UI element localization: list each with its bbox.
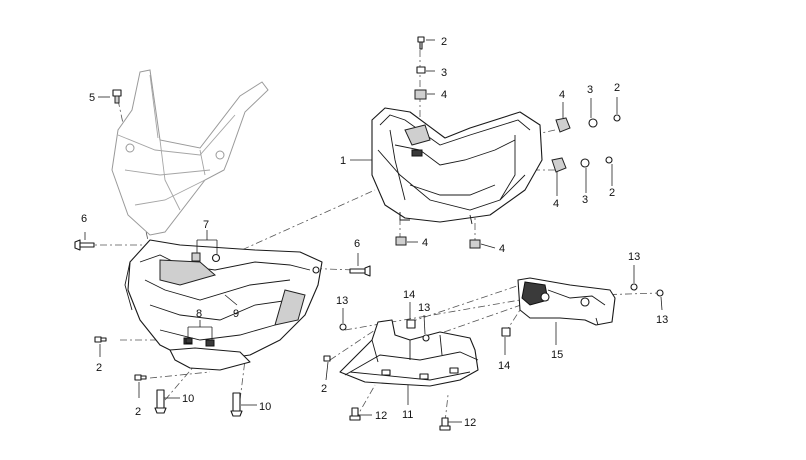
leader-lines xyxy=(84,39,663,423)
callout-2: 2 xyxy=(135,406,141,418)
callout-1: 1 xyxy=(340,155,346,167)
callout-9: 9 xyxy=(233,308,239,320)
callout-6: 6 xyxy=(81,213,87,225)
callout-14: 14 xyxy=(498,360,510,372)
headlight-cover xyxy=(124,239,323,371)
callout-2: 2 xyxy=(96,362,102,374)
upper-bracket-ghost xyxy=(111,69,269,236)
callout-15: 15 xyxy=(551,349,563,361)
callout-8: 8 xyxy=(196,308,202,320)
callout-12: 12 xyxy=(464,417,476,429)
headlight-housing xyxy=(371,107,543,225)
callout-2: 2 xyxy=(321,383,327,395)
callout-10: 10 xyxy=(259,401,271,413)
callout-12: 12 xyxy=(375,410,387,422)
callout-13: 13 xyxy=(628,251,640,263)
callout-labels: 1 2 2 2 2 2 2 3 3 3 4 4 4 4 4 5 6 6 7 8 … xyxy=(81,36,668,429)
hardware xyxy=(74,36,664,431)
callout-2: 2 xyxy=(614,82,620,94)
callout-10: 10 xyxy=(182,393,194,405)
callout-4: 4 xyxy=(553,198,559,210)
lower-mount-bracket xyxy=(339,319,479,387)
callout-4: 4 xyxy=(559,89,565,101)
callout-14: 14 xyxy=(403,289,415,301)
callout-2: 2 xyxy=(441,36,447,48)
callout-4: 4 xyxy=(441,89,447,101)
callout-3: 3 xyxy=(587,84,593,96)
callout-2: 2 xyxy=(609,187,615,199)
side-bracket xyxy=(517,277,616,326)
callout-7: 7 xyxy=(203,219,209,231)
callout-3: 3 xyxy=(582,194,588,206)
callout-13: 13 xyxy=(418,302,430,314)
callout-11: 11 xyxy=(402,409,413,421)
callout-3: 3 xyxy=(441,67,447,79)
callout-6: 6 xyxy=(354,238,360,250)
callout-5: 5 xyxy=(89,92,95,104)
callout-13: 13 xyxy=(656,314,668,326)
callout-4: 4 xyxy=(499,243,505,255)
callout-4: 4 xyxy=(422,237,428,249)
callout-13: 13 xyxy=(336,295,348,307)
